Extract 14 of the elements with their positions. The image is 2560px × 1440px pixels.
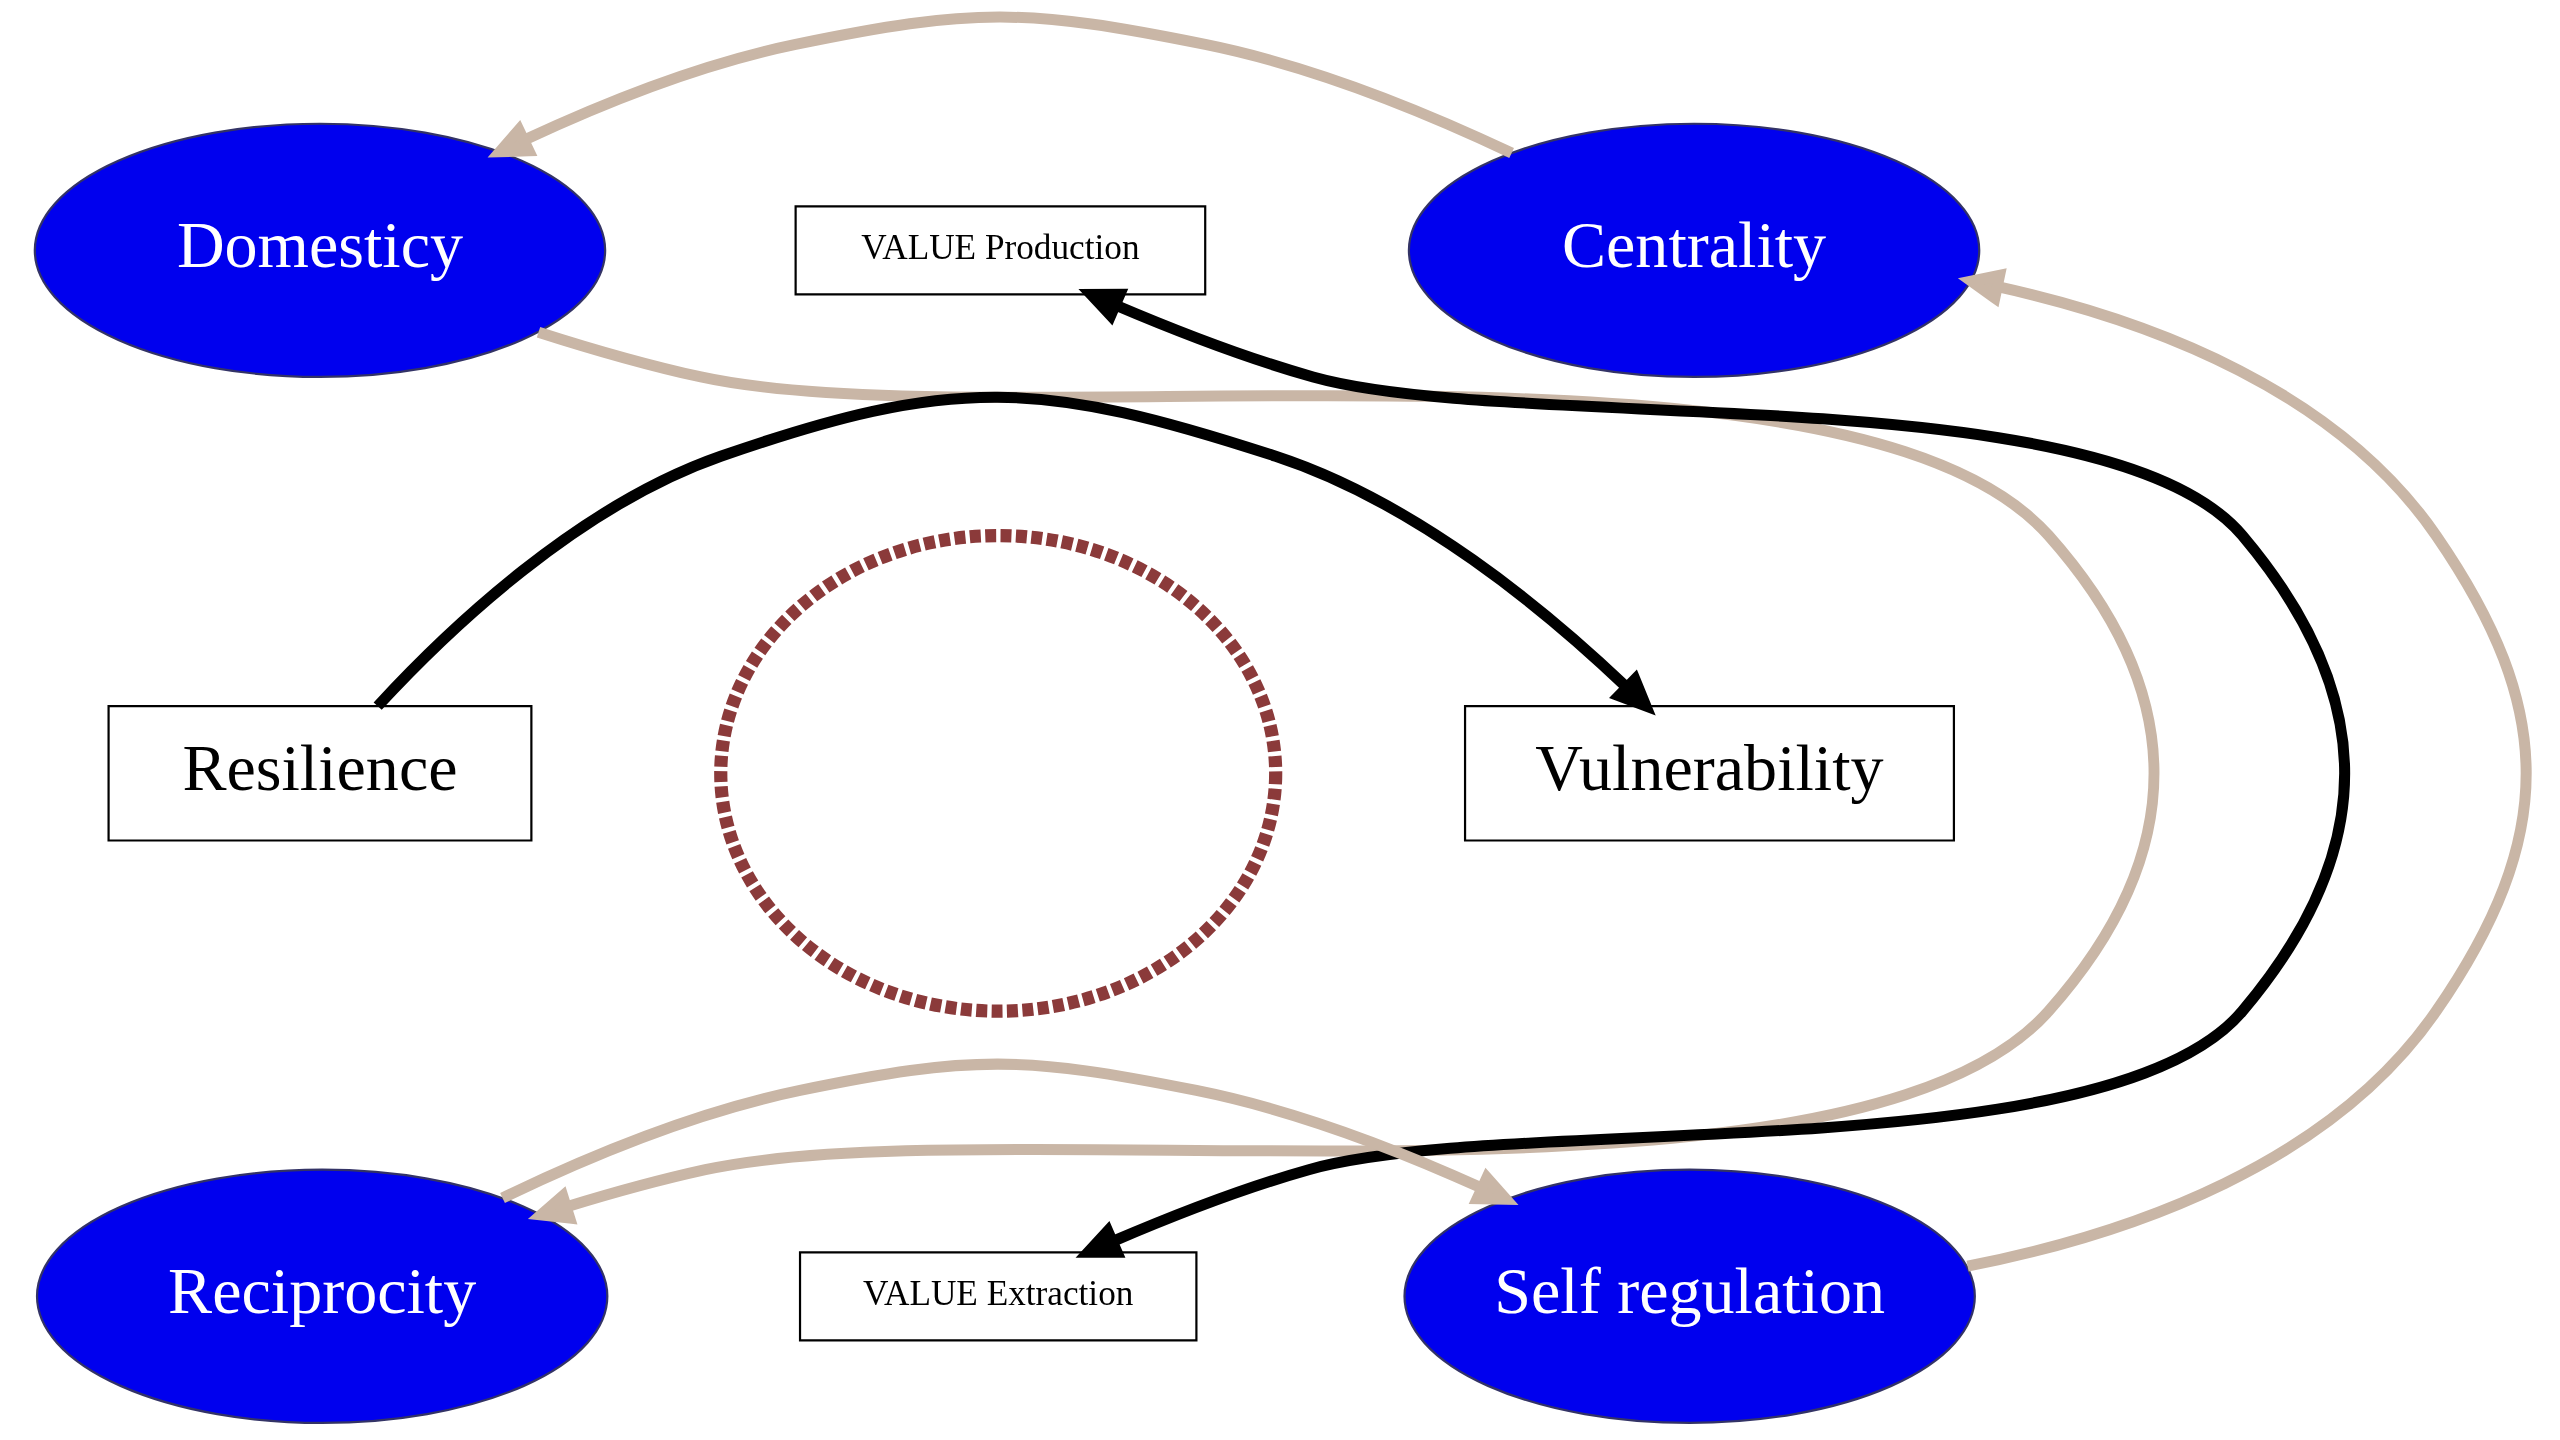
node-ellipse: Centrality [1407,122,1980,379]
node-box: Resilience [107,705,532,842]
node-box: VALUE Production [794,205,1206,296]
arrow [1957,268,2531,1272]
node-ellipse: Reciprocity [35,1168,608,1425]
node-box: Vulnerability [1463,705,1955,842]
arrow [499,1058,1519,1206]
arrow [373,391,1656,716]
arrow [487,11,1514,159]
arrow [527,326,2159,1225]
node-box: VALUE Extraction [798,1251,1197,1342]
arrow [1075,288,2349,1258]
node-ellipse: Domesticy [33,122,606,379]
node-circle [713,528,1282,1018]
